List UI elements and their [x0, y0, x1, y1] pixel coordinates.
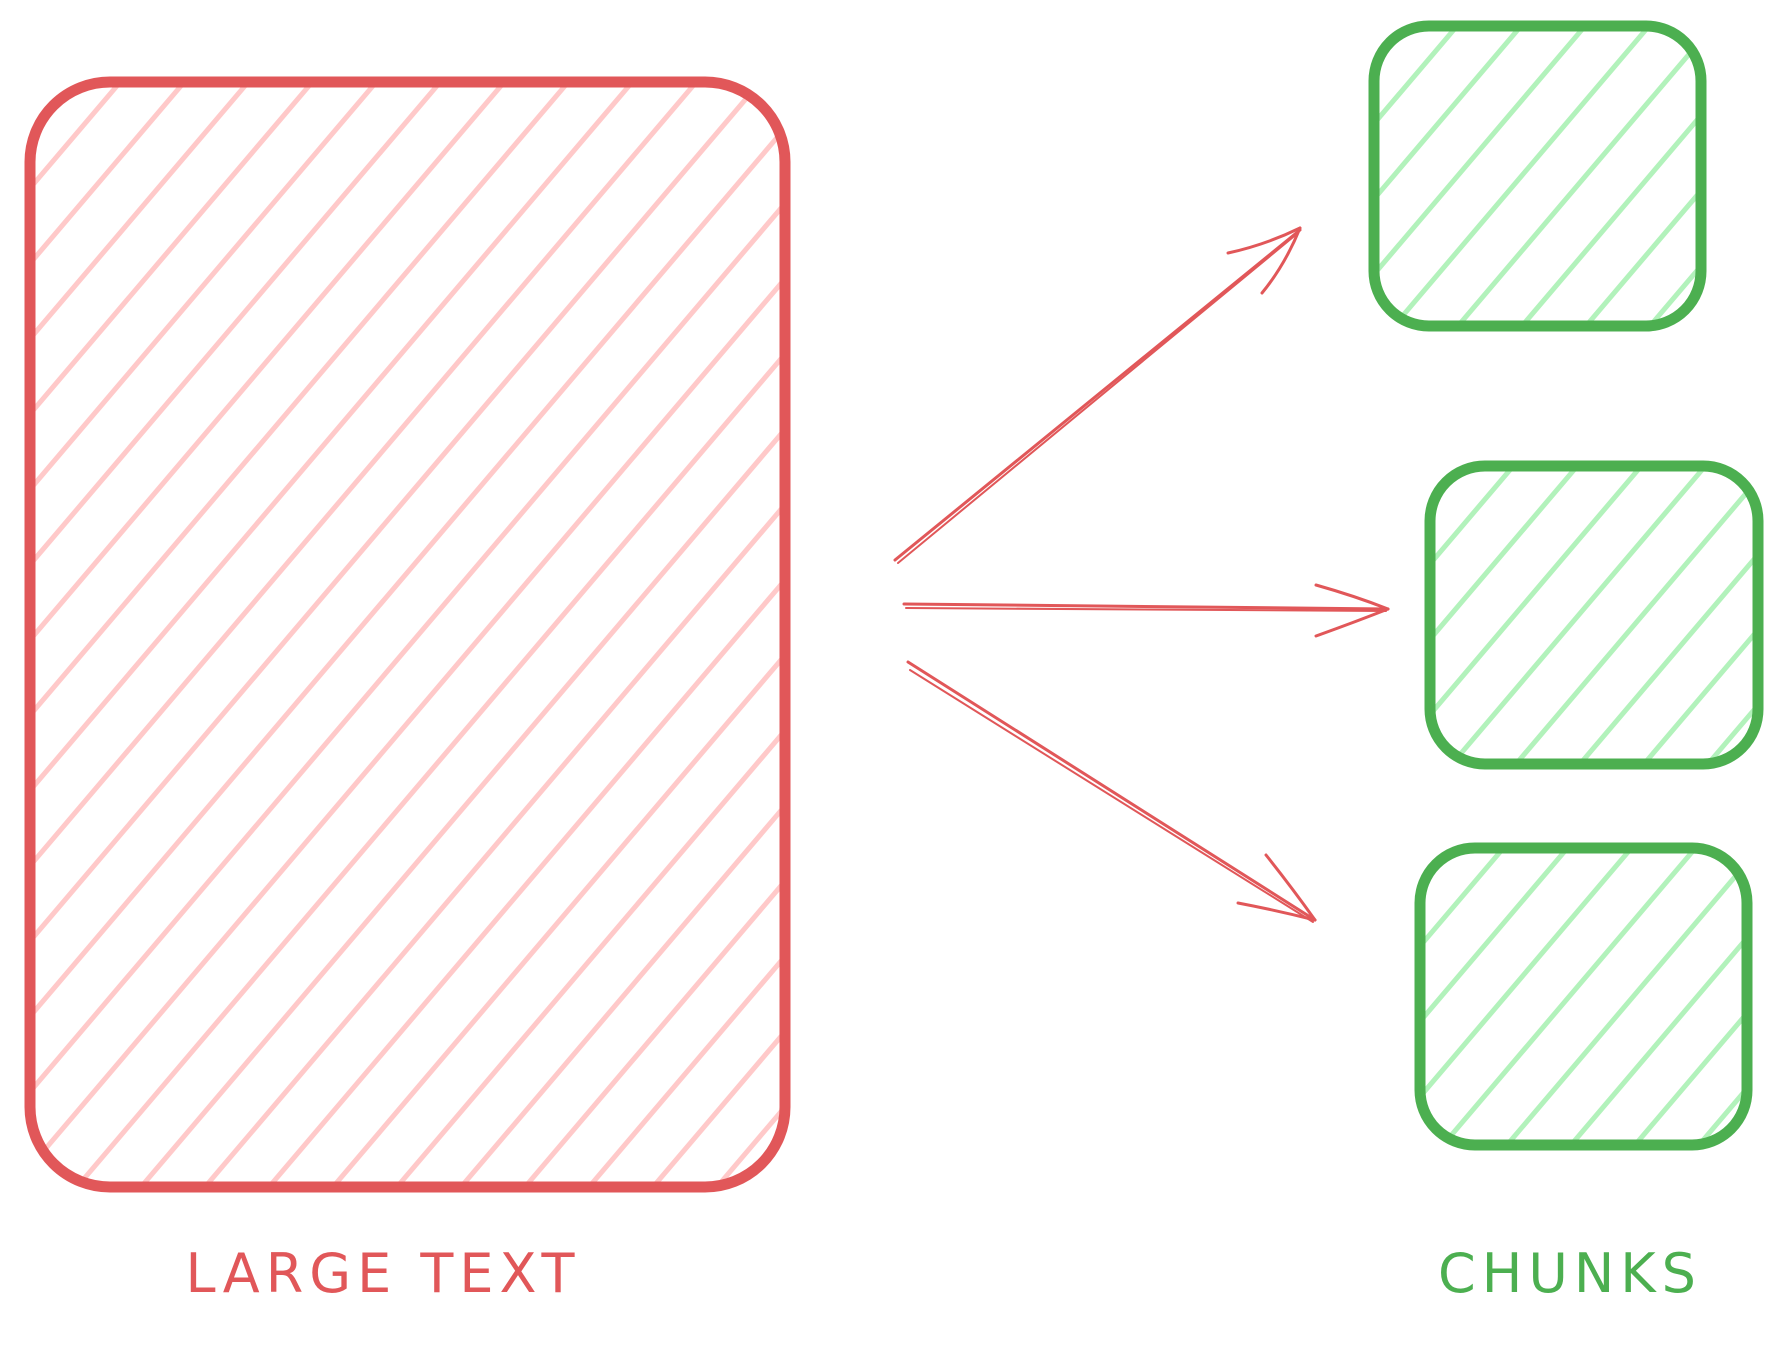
- hatch-line: [1449, 466, 1708, 764]
- hatch-line: [394, 82, 785, 1187]
- hatch-line: [30, 82, 635, 1187]
- hatch-line: [1778, 26, 1785, 326]
- chunk-2-box: [1424, 460, 1764, 770]
- hatch-line: [1577, 466, 1758, 764]
- hatch-line: [1772, 466, 1785, 764]
- hatch-line: [30, 82, 315, 1187]
- hatch-line: [30, 82, 379, 1187]
- node-chunk-3: [1123, 842, 1785, 1151]
- hatch-line: [330, 82, 785, 1187]
- chunks-label: CHUNKS: [1438, 1242, 1702, 1305]
- hatch-line: [1374, 26, 1588, 326]
- hatch-line: [1037, 82, 1785, 1187]
- hatch-line: [1374, 26, 1460, 326]
- chunk-3-hatch: [1123, 848, 1785, 1145]
- hatch-line: [202, 82, 785, 1187]
- hatch-line: [458, 82, 785, 1187]
- hatch-line: [1421, 82, 1785, 1187]
- hatch-line: [1568, 848, 1747, 1145]
- hatch-line: [1430, 466, 1580, 764]
- hatch-line: [1647, 26, 1701, 326]
- edge-to-chunk-2: [902, 583, 1390, 638]
- node-chunk-2: [1132, 460, 1785, 770]
- hatch-line: [1430, 466, 1516, 764]
- hatch-line: [1293, 82, 1785, 1187]
- chunk-2-hatch: [1132, 466, 1785, 764]
- hatch-line: [1374, 26, 1524, 326]
- hatch-line: [1430, 466, 1452, 764]
- hatch-line: [1504, 848, 1747, 1145]
- node-chunk-1: [1074, 20, 1785, 332]
- node-large-text: [24, 76, 1785, 1193]
- hatch-line: [650, 82, 785, 1187]
- hatch-line: [1420, 848, 1506, 1145]
- hatch-line: [30, 82, 251, 1187]
- large-text-hatch: [30, 82, 1785, 1187]
- hatch-line: [1420, 848, 1442, 1145]
- hatch-line: [1513, 466, 1758, 764]
- large-text-box: [24, 76, 791, 1193]
- hatch-line: [1074, 26, 1329, 326]
- hatch-line: [30, 82, 785, 1187]
- hatch-line: [1374, 26, 1396, 326]
- hatch-line: [1705, 466, 1758, 764]
- hatch-line: [1455, 26, 1701, 326]
- hatch-line: [1123, 848, 1375, 1145]
- hatch-line: [522, 82, 785, 1187]
- hatch-line: [1714, 26, 1785, 326]
- hatch-line: [1641, 466, 1758, 764]
- edge-to-chunk-1: [893, 226, 1302, 564]
- hatch-line: [1696, 848, 1747, 1145]
- chunk-3-box: [1414, 842, 1753, 1151]
- hatch-line: [1440, 848, 1698, 1145]
- hatch-line: [1519, 26, 1701, 326]
- hatch-line: [1632, 848, 1747, 1145]
- hatch-line: [714, 82, 785, 1187]
- hatch-line: [1583, 26, 1701, 326]
- hatch-line: [1763, 848, 1785, 1145]
- hatch-line: [586, 82, 785, 1187]
- hatch-line: [266, 82, 785, 1187]
- hatch-line: [1101, 82, 1785, 1187]
- hatch-line: [30, 82, 443, 1187]
- hatch-line: [30, 82, 785, 1187]
- edge-to-chunk-3: [906, 660, 1317, 923]
- hatch-line: [30, 82, 699, 1187]
- chunk-1-hatch: [1074, 26, 1785, 326]
- hatch-line: [1391, 26, 1652, 326]
- hatch-line: [1420, 848, 1570, 1145]
- hatch-line: [30, 82, 571, 1187]
- hatch-line: [1132, 466, 1385, 764]
- hatch-line: [30, 82, 763, 1187]
- hatch-line: [845, 82, 1784, 1187]
- hatch-line: [138, 82, 785, 1187]
- large-text-label: LARGE TEXT: [185, 1242, 581, 1305]
- hatch-line: [30, 82, 123, 1187]
- hatch-line: [74, 82, 785, 1187]
- hatch-line: [30, 82, 785, 1187]
- chunk-1-box: [1368, 20, 1707, 332]
